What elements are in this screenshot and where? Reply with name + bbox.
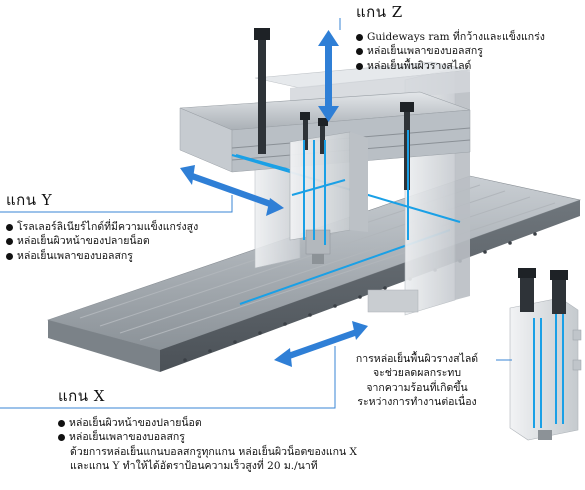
x-axis-note: ด้วยการหล่อเย็นแกนบอลสกรูทุกแกน หล่อเย็น… [70,445,357,474]
y-bullet-text: หล่อเย็นผิวหน้าของปลายน็อต [17,235,150,248]
list-item: หล่อเย็นผิวหน้าของปลายน็อต [6,234,198,248]
x-axis-title: แกน X [58,387,105,405]
y-axis-arrow [180,165,284,216]
x-bullet-text: หล่อเย็นผิวหน้าของปลายน็อต [69,417,202,429]
list-item: หล่อเย็นผิวหน้าของปลายน็อต [58,416,202,430]
z-bullet-text: Guideways ram ที่กว้างและแข็งแกร่ง [367,31,545,43]
x-bullet-text: หล่อเย็นเพลาของบอลสกรู [69,431,185,444]
leader-lines [0,18,512,409]
list-item: Guideways ram ที่กว้างและแข็งแกร่ง [356,30,545,44]
bullet-icon [58,419,65,427]
bullet-icon [356,62,363,70]
list-item: หล่อเย็นพื้นผิวรางสไลด์ [356,59,545,73]
x-note-line: ด้วยการหล่อเย็นแกนบอลสกรูทุกแกน หล่อเย็น… [70,446,358,458]
y-bullet-text: โรลเลอร์ลิเนียร์ไกด์ที่มีความแข็งแกร่งสู… [17,221,199,233]
z-bullet-text: หล่อเย็นเพลาของบอลสกรู [367,45,483,58]
slide-cooling-detail-inset [509,268,582,441]
slide-note-line: จะช่วยลดผลกระทบ [372,367,462,380]
z-axis-bullets: Guideways ram ที่กว้างและแข็งแกร่ง หล่อเ… [356,30,545,73]
bullet-icon [356,33,363,41]
list-item: หล่อเย็นเพลาของบอลสกรู [58,430,202,444]
y-bullet-text: หล่อเย็นเพลาของบอลสกรู [17,249,133,262]
z-axis-title: แกน Z [356,3,403,21]
x-axis-bullets: หล่อเย็นผิวหน้าของปลายน็อต หล่อเย็นเพลาข… [58,416,202,445]
bullet-icon [58,434,65,442]
list-item: โรลเลอร์ลิเนียร์ไกด์ที่มีความแข็งแกร่งสู… [6,220,198,234]
y-axis-title: แกน Y [6,191,53,209]
bullet-icon [6,238,13,246]
list-item: หล่อเย็นเพลาของบอลสกรู [356,44,545,58]
slide-note-line: การหล่อเย็นพื้นผิวรางสไลด์ [355,353,479,365]
x-axis-arrow [274,321,368,367]
list-item: หล่อเย็นเพลาของบอลสกรู [6,249,198,263]
slide-cooling-note: การหล่อเย็นพื้นผิวรางสไลด์ จะช่วยลดผลกระ… [342,352,492,410]
z-axis-cooling-lines [291,130,409,245]
bullet-icon [6,223,13,231]
z-axis-arrow [318,30,339,122]
bullet-icon [356,48,363,56]
slide-note-line: จากความร้อนที่เกิดขึ้น [366,381,468,394]
x-note-line: และแกน Y ทำให้ได้อัตราป้อนความเร็วสูงที่… [70,460,318,473]
bullet-icon [6,252,13,260]
slide-note-line: ระหว่างการทำงานต่อเนื่อง [357,396,477,409]
z-bullet-text: หล่อเย็นพื้นผิวรางสไลด์ [367,59,472,72]
y-axis-bullets: โรลเลอร์ลิเนียร์ไกด์ที่มีความแข็งแกร่งสู… [6,220,198,263]
